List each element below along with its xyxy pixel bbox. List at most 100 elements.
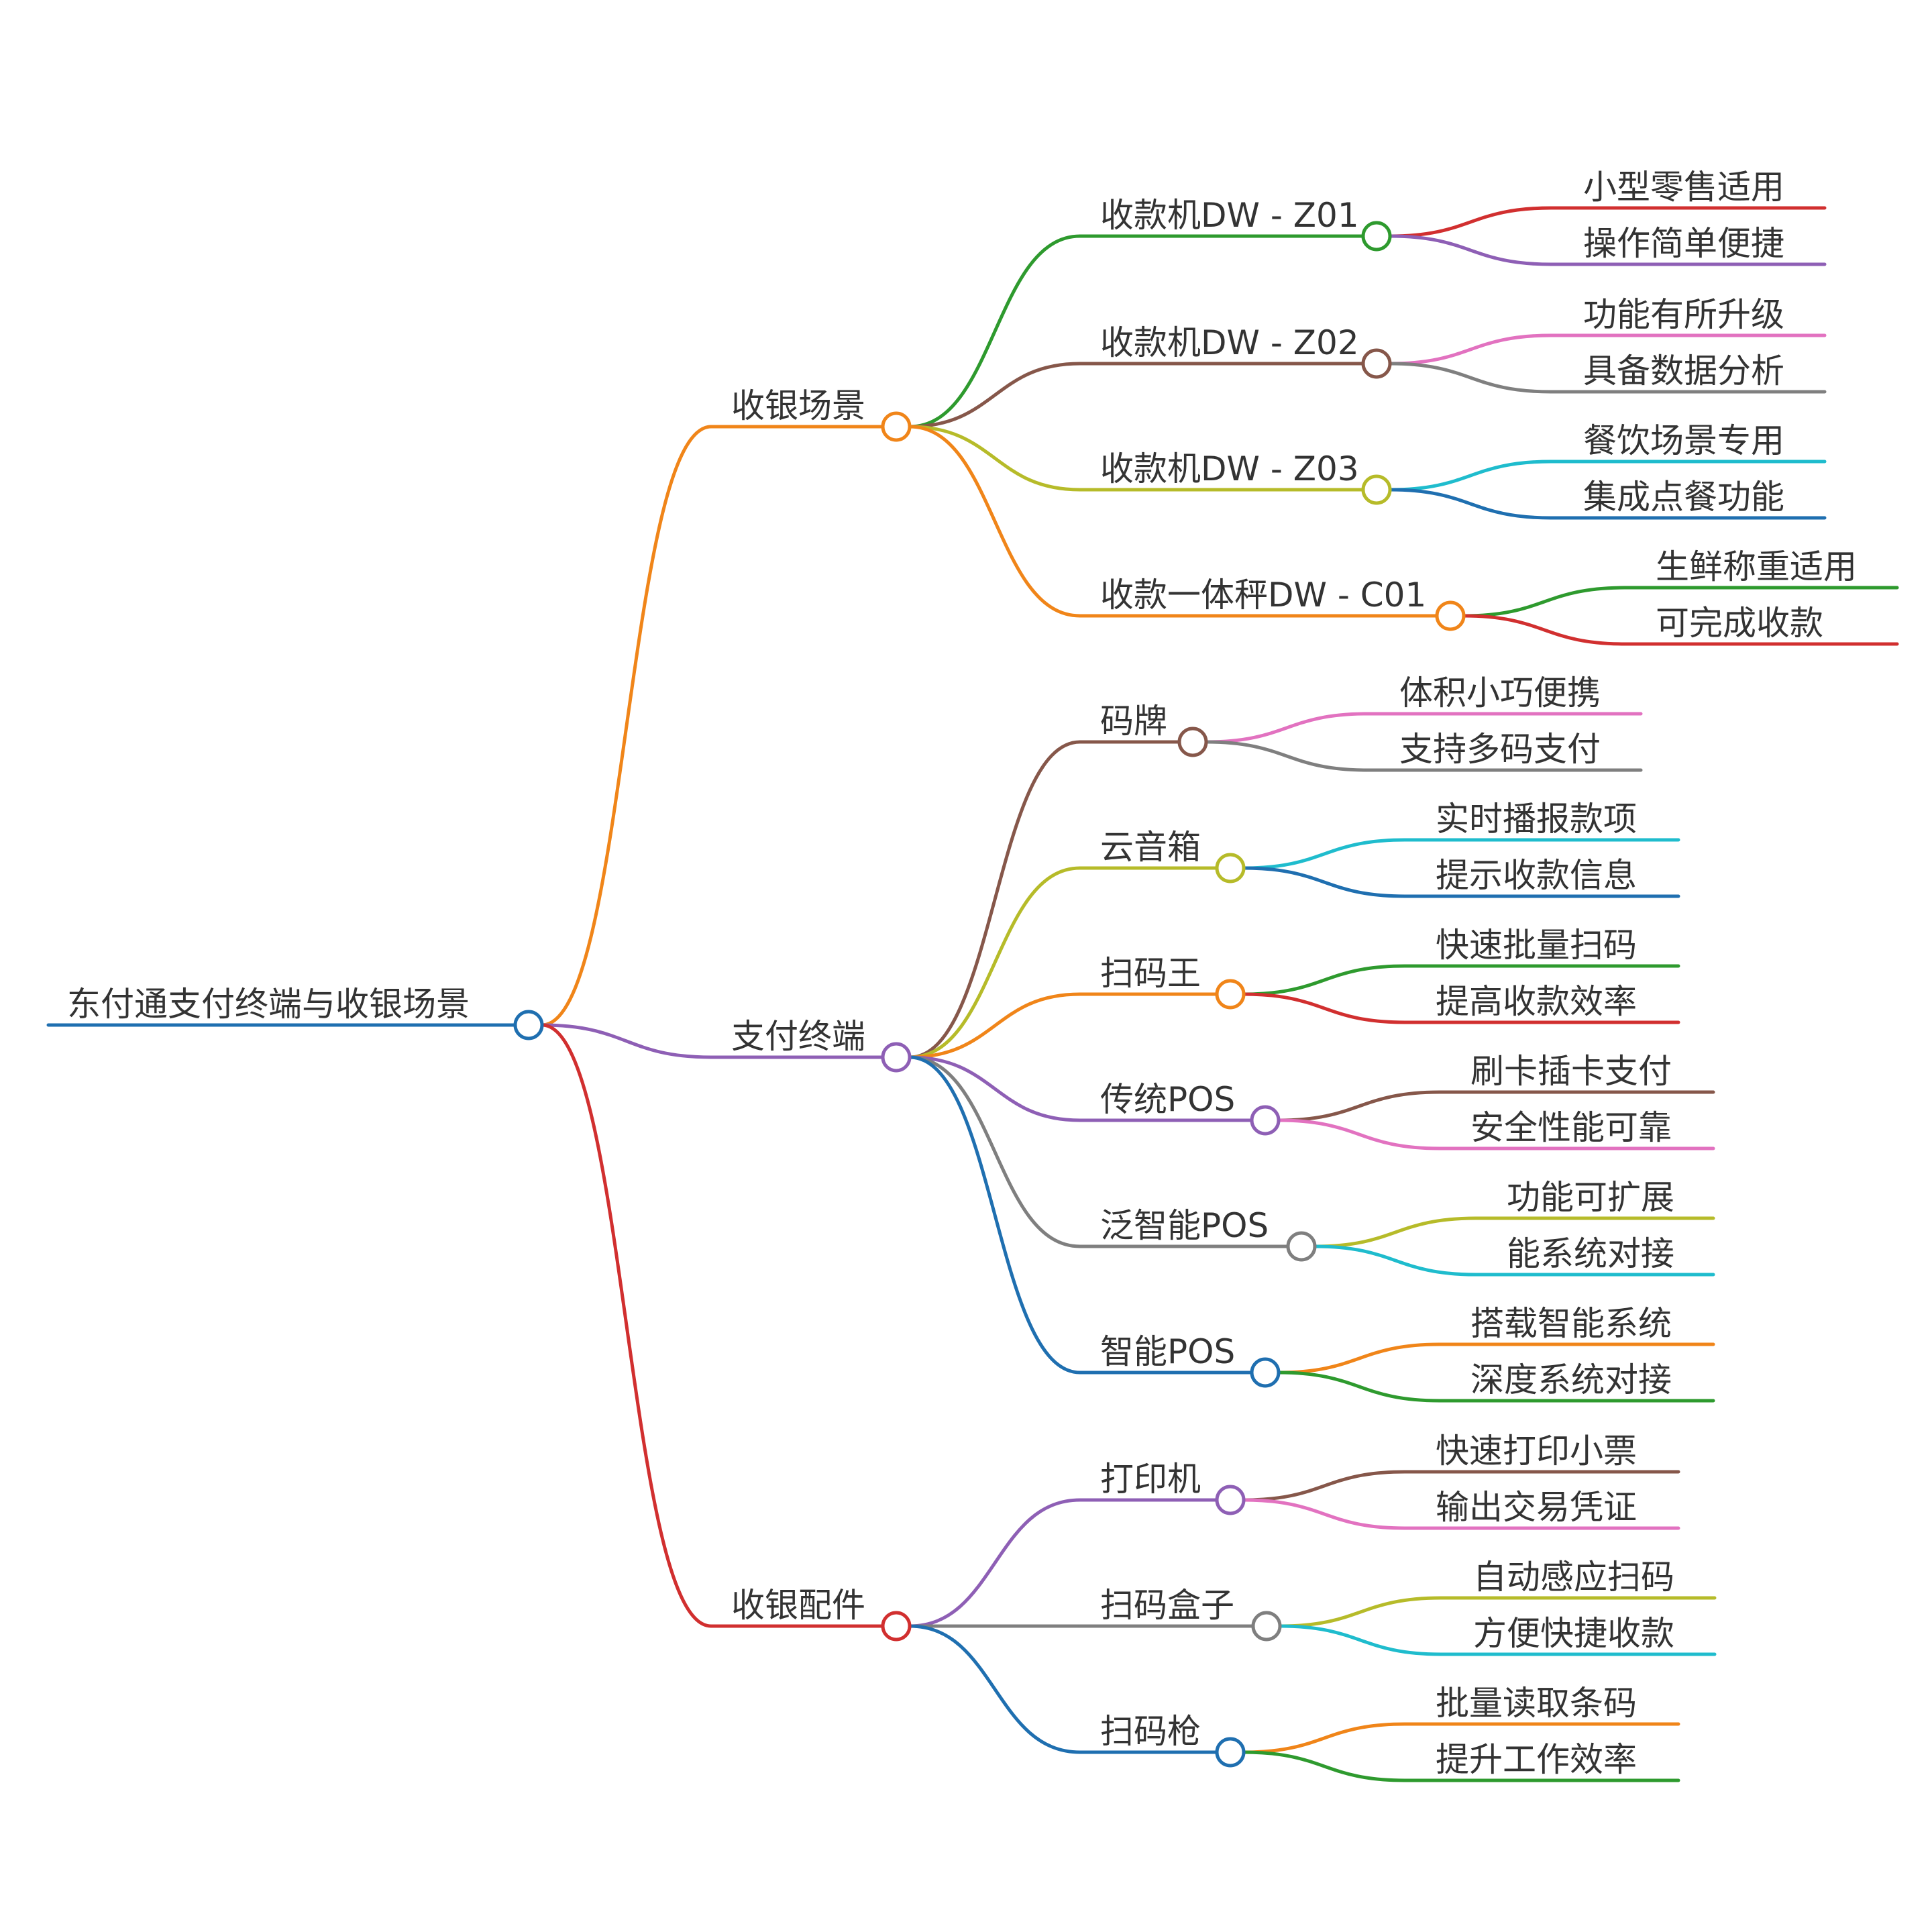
edge-child-1-1-to-leaf-0 (1242, 838, 1407, 870)
leaf-label-1-1-1: 提示收款信息 (1436, 856, 1637, 895)
leaf-label-0-0-0: 小型零售适用 (1583, 168, 1784, 207)
edge-child-2-2-to-leaf-1 (1242, 1750, 1407, 1782)
edge-branch-1-to-child-4 (908, 1055, 1082, 1248)
child-node-circle-2-2[interactable] (1215, 1737, 1246, 1768)
edge-child-1-2-to-leaf-0 (1242, 964, 1407, 996)
child-label-1-1: 云音箱 (1100, 828, 1201, 867)
edge-child-2-0-to-leaf-0 (1242, 1470, 1407, 1502)
branch-node-circle-2[interactable] (881, 1611, 912, 1642)
edge-child-2-0-to-leaf-1 (1242, 1498, 1407, 1530)
edge-child-0-2-to-leaf-0 (1388, 460, 1553, 492)
child-label-2-2: 扫码枪 (1100, 1712, 1201, 1751)
child-node-circle-1-0[interactable] (1177, 727, 1208, 757)
edge-root-to-branch-2 (540, 1023, 713, 1628)
leaf-label-0-3-1: 可完成收款 (1656, 604, 1823, 643)
edge-branch-1-to-child-5 (908, 1055, 1082, 1375)
edge-branch-1-to-child-2 (908, 992, 1082, 1059)
leaf-label-2-0-0: 快速打印小票 (1436, 1432, 1637, 1470)
leaf-label-2-2-1: 提升工作效率 (1436, 1740, 1637, 1779)
child-label-1-5: 智能POS (1100, 1332, 1235, 1371)
edge-child-1-3-to-leaf-1 (1277, 1118, 1442, 1150)
leaf-label-0-1-1: 具备数据分析 (1583, 352, 1784, 390)
edge-child-0-1-to-leaf-0 (1388, 333, 1553, 366)
leaf-label-1-5-0: 搭载智能系统 (1470, 1304, 1672, 1343)
branch-label-1: 支付终端 (731, 1017, 865, 1056)
edge-branch-2-to-child-0 (908, 1498, 1082, 1628)
child-label-2-1: 扫码盒子 (1100, 1586, 1234, 1625)
edge-child-1-5-to-leaf-1 (1277, 1371, 1442, 1403)
child-node-circle-0-0[interactable] (1361, 221, 1392, 252)
branch-node-circle-0[interactable] (881, 411, 912, 442)
child-node-circle-2-0[interactable] (1215, 1485, 1246, 1515)
leaf-label-0-1-0: 功能有所升级 (1583, 295, 1784, 334)
edge-child-1-4-to-leaf-0 (1313, 1216, 1478, 1248)
edge-branch-0-to-child-3 (908, 425, 1082, 618)
leaf-label-1-2-0: 快速批量扫码 (1436, 926, 1637, 965)
edge-child-1-2-to-leaf-1 (1242, 992, 1407, 1024)
root-node-circle[interactable] (513, 1010, 544, 1040)
edge-child-0-1-to-leaf-1 (1388, 362, 1553, 394)
edge-child-0-2-to-leaf-1 (1388, 488, 1553, 520)
leaf-label-2-1-1: 方便快捷收款 (1473, 1614, 1674, 1653)
child-node-circle-1-4[interactable] (1286, 1231, 1317, 1262)
edge-branch-2-to-child-2 (908, 1624, 1082, 1754)
leaf-label-1-3-0: 刷卡插卡支付 (1470, 1052, 1672, 1091)
leaf-label-0-2-0: 餐饮场景专用 (1583, 421, 1784, 460)
leaf-label-2-1-0: 自动感应扫码 (1473, 1558, 1674, 1597)
child-node-circle-0-3[interactable] (1435, 600, 1466, 631)
branch-label-2: 收银配件 (731, 1586, 865, 1625)
edge-branch-1-to-child-1 (908, 866, 1082, 1059)
leaf-label-0-0-1: 操作简单便捷 (1583, 224, 1784, 263)
leaf-label-2-0-1: 输出交易凭证 (1436, 1488, 1637, 1527)
edge-child-0-3-to-leaf-0 (1462, 586, 1627, 618)
leaf-label-1-0-0: 体积小巧便携 (1399, 674, 1601, 712)
leaf-label-0-3-0: 生鲜称重适用 (1656, 547, 1857, 586)
child-node-circle-1-5[interactable] (1250, 1357, 1281, 1388)
leaf-label-1-3-1: 安全性能可靠 (1470, 1108, 1672, 1147)
leaf-label-1-0-1: 支持多码支付 (1399, 730, 1601, 769)
edge-child-2-2-to-leaf-0 (1242, 1722, 1407, 1754)
child-label-0-1: 收款机DW - Z02 (1100, 323, 1359, 362)
edge-branch-0-to-child-0 (908, 234, 1082, 429)
child-label-0-0: 收款机DW - Z01 (1100, 196, 1359, 235)
edge-child-1-0-to-leaf-0 (1204, 712, 1369, 744)
leaf-label-1-2-1: 提高收款效率 (1436, 982, 1637, 1021)
child-label-0-3: 收款一体秤DW - C01 (1100, 576, 1426, 614)
edge-child-1-3-to-leaf-0 (1277, 1090, 1442, 1122)
leaf-label-1-4-1: 能系统对接 (1507, 1234, 1674, 1273)
child-node-circle-2-1[interactable] (1251, 1611, 1282, 1642)
edge-branch-0-to-child-2 (908, 425, 1082, 492)
edge-branch-1-to-child-3 (908, 1055, 1082, 1122)
edge-root-to-branch-0 (540, 425, 713, 1027)
child-node-circle-1-3[interactable] (1250, 1105, 1281, 1136)
branch-node-circle-1[interactable] (881, 1042, 912, 1073)
edges-layer (46, 206, 1899, 1782)
edge-child-1-1-to-leaf-1 (1242, 866, 1407, 898)
edge-child-2-1-to-leaf-0 (1278, 1596, 1443, 1628)
edge-branch-0-to-child-1 (908, 362, 1082, 429)
edge-child-1-5-to-leaf-0 (1277, 1342, 1442, 1375)
edge-child-0-0-to-leaf-1 (1388, 234, 1553, 266)
edge-child-0-0-to-leaf-0 (1388, 206, 1553, 238)
leaf-label-2-2-0: 批量读取条码 (1436, 1684, 1637, 1723)
child-label-1-4: 泛智能POS (1100, 1206, 1269, 1245)
edge-child-1-0-to-leaf-1 (1204, 740, 1369, 772)
child-label-0-2: 收款机DW - Z03 (1100, 449, 1359, 488)
child-label-1-0: 码牌 (1100, 702, 1167, 741)
child-label-1-3: 传统POS (1100, 1080, 1235, 1119)
edge-branch-1-to-child-0 (908, 740, 1082, 1059)
edge-child-0-3-to-leaf-1 (1462, 614, 1627, 646)
child-label-1-2: 扫码王 (1100, 954, 1201, 993)
edge-child-2-1-to-leaf-1 (1278, 1624, 1443, 1656)
edge-root-to-branch-1 (540, 1023, 713, 1059)
root-label: 东付通支付终端与收银场景 (67, 985, 470, 1024)
child-node-circle-1-2[interactable] (1215, 979, 1246, 1010)
child-node-circle-0-2[interactable] (1361, 474, 1392, 505)
leaf-label-1-1-0: 实时播报款项 (1436, 800, 1637, 839)
child-node-circle-1-1[interactable] (1215, 853, 1246, 883)
child-node-circle-0-1[interactable] (1361, 348, 1392, 379)
child-label-2-0: 打印机 (1100, 1460, 1201, 1499)
leaf-label-1-5-1: 深度系统对接 (1470, 1360, 1672, 1399)
